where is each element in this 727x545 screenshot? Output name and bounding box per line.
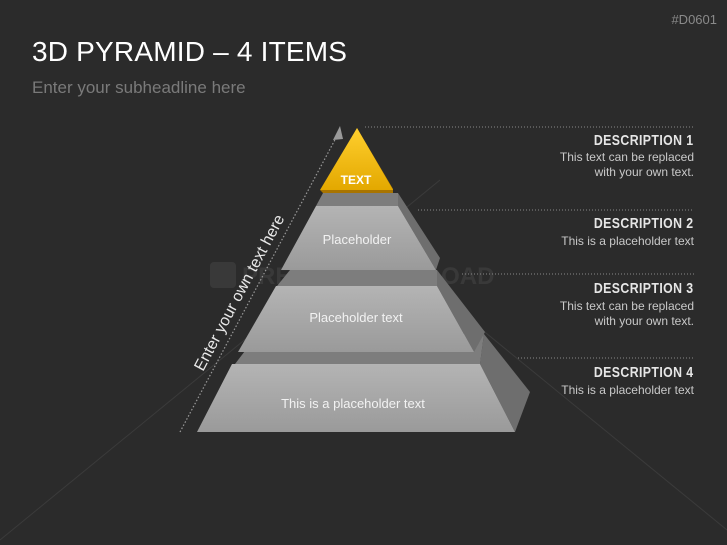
description-2-line-1: This is a placeholder text [561, 234, 694, 248]
description-1-line-2: with your own text. [594, 165, 694, 179]
description-1-text[interactable]: This text can be replaced with your own … [514, 150, 694, 180]
description-4-title[interactable]: DESCRIPTION 4 [594, 364, 694, 381]
level-1-label: TEXT [341, 173, 372, 187]
pyramid-level-1[interactable]: TEXT [320, 128, 393, 193]
description-3-title[interactable]: DESCRIPTION 3 [594, 280, 694, 297]
slide-subtitle[interactable]: Enter your subheadline here [32, 78, 246, 97]
description-3-text[interactable]: This text can be replaced with your own … [514, 299, 694, 329]
description-1-line-1: This text can be replaced [559, 150, 694, 164]
slide-title[interactable]: 3D PYRAMID – 4 ITEMS [32, 36, 348, 67]
description-1-title[interactable]: DESCRIPTION 1 [594, 132, 694, 149]
slide-code: #D0601 [671, 12, 717, 27]
pyramid-level-2[interactable]: Placeholder [281, 193, 440, 270]
level-3-label: Placeholder text [309, 310, 403, 325]
description-4-line-1: This is a placeholder text [561, 383, 694, 397]
description-3-line-1: This text can be replaced [559, 299, 694, 313]
level-2-label: Placeholder [323, 232, 392, 247]
description-2-text[interactable]: This is a placeholder text [514, 234, 694, 249]
leader-lines [365, 126, 694, 359]
side-arrow [179, 126, 343, 433]
description-4-text[interactable]: This is a placeholder text [514, 383, 694, 398]
pyramid-level-3[interactable]: Placeholder text [238, 270, 485, 352]
description-2-title[interactable]: DESCRIPTION 2 [594, 215, 694, 232]
description-3-line-2: with your own text. [594, 314, 694, 328]
level-4-label: This is a placeholder text [281, 396, 425, 411]
arrow-head-icon [333, 126, 343, 140]
